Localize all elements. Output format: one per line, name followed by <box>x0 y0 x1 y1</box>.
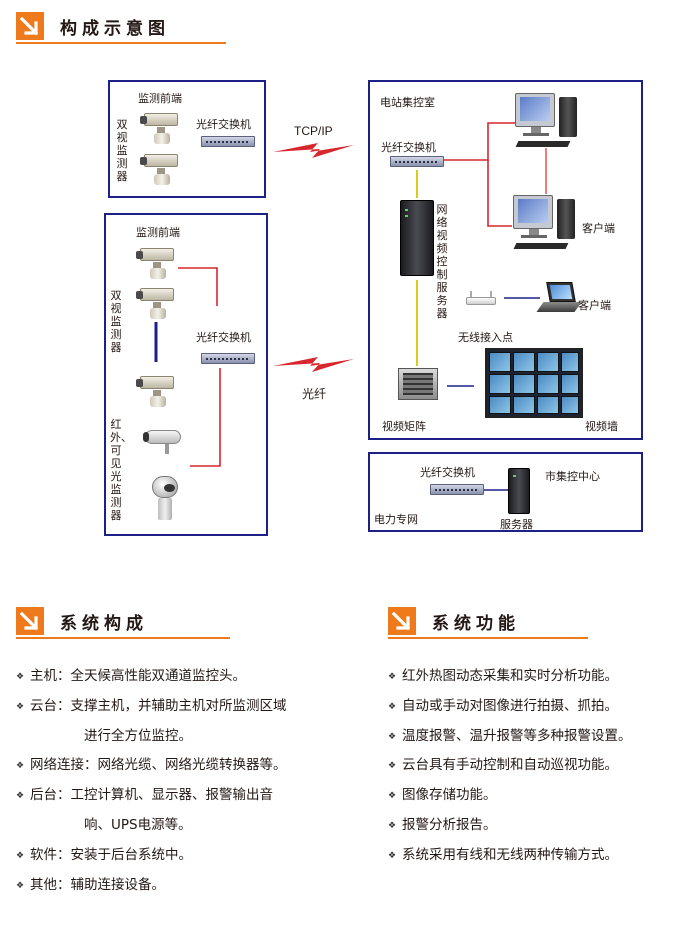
system-composition-header: 系统构成 <box>16 607 230 639</box>
fiber-switch-icon <box>430 484 484 495</box>
system-functions-list: ❖红外热图动态采集和实时分析功能。 ❖自动或手动对图像进行拍摄、抓拍。 ❖温度报… <box>388 662 688 871</box>
box2-vertical-label-dual: 双视监测器 <box>110 289 122 354</box>
dual-view-camera-icon <box>140 109 184 145</box>
city-center-title: 市集控中心 <box>545 470 600 483</box>
diamond-bullet-icon: ❖ <box>16 791 25 802</box>
orange-arrow-icon <box>16 607 44 635</box>
diamond-bullet-icon: ❖ <box>388 791 397 802</box>
diamond-bullet-icon: ❖ <box>388 731 397 742</box>
diamond-bullet-icon: ❖ <box>388 672 397 682</box>
list-item: ❖自动或手动对图像进行拍摄、抓拍。 <box>388 697 618 714</box>
list-item: ❖报警分析报告。 <box>388 816 497 833</box>
list-item: ❖后台：工控计算机、显示器、报警输出音 <box>16 787 273 804</box>
diamond-bullet-icon: ❖ <box>16 880 25 891</box>
client-pc-icon <box>513 195 577 259</box>
system-functions-title: 系统功能 <box>432 614 520 634</box>
power-network-label: 电力专网 <box>374 513 418 526</box>
infrared-camera-icon <box>143 424 185 456</box>
list-item: ❖网络连接：网络光缆、网络光缆转换器等。 <box>16 757 287 774</box>
video-wall-label: 视频墙 <box>585 420 618 433</box>
video-control-server-icon <box>400 200 434 276</box>
server-vertical-label: 网络视频控制服务器 <box>436 203 448 320</box>
dual-view-camera-icon <box>140 150 184 186</box>
header-underline <box>388 637 588 639</box>
list-item-continuation: 进行全方位监控。 <box>84 727 192 744</box>
city-control-center-box <box>368 452 643 532</box>
tcpip-label: TCP/IP <box>294 124 333 138</box>
list-item: ❖系统采用有线和无线两种传输方式。 <box>388 846 618 863</box>
box2-switch-label: 光纤交换机 <box>196 331 251 344</box>
diamond-bullet-icon: ❖ <box>16 672 25 682</box>
fiber-switch-icon <box>201 353 255 364</box>
dual-view-camera-icon <box>136 372 180 408</box>
system-composition-list: ❖主机：全天候高性能双通道监控头。 ❖云台：支撑主机，并辅助主机对所监测区域 进… <box>16 662 376 900</box>
diamond-bullet-icon: ❖ <box>388 761 397 772</box>
diamond-bullet-icon: ❖ <box>388 820 397 831</box>
list-item: ❖图像存储功能。 <box>388 787 497 804</box>
box1-switch-label: 光纤交换机 <box>196 118 251 131</box>
list-item: ❖其他：辅助连接设备。 <box>16 876 165 893</box>
header-underline <box>16 42 226 44</box>
laptop-client-icon <box>536 282 582 316</box>
orange-arrow-icon <box>388 607 416 635</box>
video-matrix-label: 视频矩阵 <box>382 420 426 433</box>
client1-label: 客户端 <box>582 222 615 235</box>
box1-vertical-label: 双视监测器 <box>116 118 128 183</box>
fiber-switch-icon <box>201 136 255 147</box>
diamond-bullet-icon: ❖ <box>388 850 397 861</box>
list-item: ❖温度报警、温升报警等多种报警设置。 <box>388 727 632 744</box>
diamond-bullet-icon: ❖ <box>16 701 25 712</box>
wireless-ap-label: 无线接入点 <box>458 331 513 344</box>
orange-arrow-icon <box>16 12 44 40</box>
composition-diagram-title: 构成示意图 <box>60 19 170 39</box>
wireless-access-point-icon <box>466 291 496 305</box>
box1-front-label: 监测前端 <box>138 92 182 105</box>
list-item: ❖软件：安装于后台系统中。 <box>16 846 192 863</box>
fiber-switch-icon <box>390 156 444 167</box>
header-underline <box>16 637 230 639</box>
tcpip-lightning-icon <box>273 143 354 158</box>
control-room-title: 电站集控室 <box>380 96 435 109</box>
system-functions-header: 系统功能 <box>388 607 588 639</box>
client-pc-icon <box>515 93 579 157</box>
visible-light-dome-camera-icon <box>148 476 182 520</box>
video-matrix-icon <box>398 368 438 400</box>
system-composition-title: 系统构成 <box>60 614 148 634</box>
list-item: ❖云台具有手动控制和自动巡视功能。 <box>388 757 618 774</box>
fiber-lightning-icon <box>273 357 354 372</box>
composition-diagram-header: 构成示意图 <box>16 12 226 44</box>
control-room-switch-label: 光纤交换机 <box>381 141 436 154</box>
fiber-label: 光纤 <box>302 387 327 401</box>
diamond-bullet-icon: ❖ <box>16 850 25 861</box>
list-item: ❖云台：支撑主机，并辅助主机对所监测区域 <box>16 697 287 714</box>
dual-view-camera-icon <box>136 244 180 280</box>
list-item: ❖红外热图动态采集和实时分析功能。 <box>388 668 618 684</box>
monitoring-front-box-2 <box>104 213 268 536</box>
list-item-continuation: 响、UPS电源等。 <box>84 816 192 833</box>
city-switch-label: 光纤交换机 <box>420 466 475 479</box>
dual-view-camera-icon <box>136 284 180 320</box>
diamond-bullet-icon: ❖ <box>16 761 25 772</box>
client2-label: 客户端 <box>578 299 611 312</box>
box2-front-label: 监测前端 <box>136 226 180 239</box>
diamond-bullet-icon: ❖ <box>388 701 397 712</box>
server-icon <box>508 468 530 514</box>
video-wall-icon <box>485 348 583 418</box>
box2-vertical-label-ir: 红外、可见光监测器 <box>110 418 132 522</box>
list-item: ❖主机：全天候高性能双通道监控头。 <box>16 668 246 684</box>
city-server-label: 服务器 <box>500 518 533 531</box>
